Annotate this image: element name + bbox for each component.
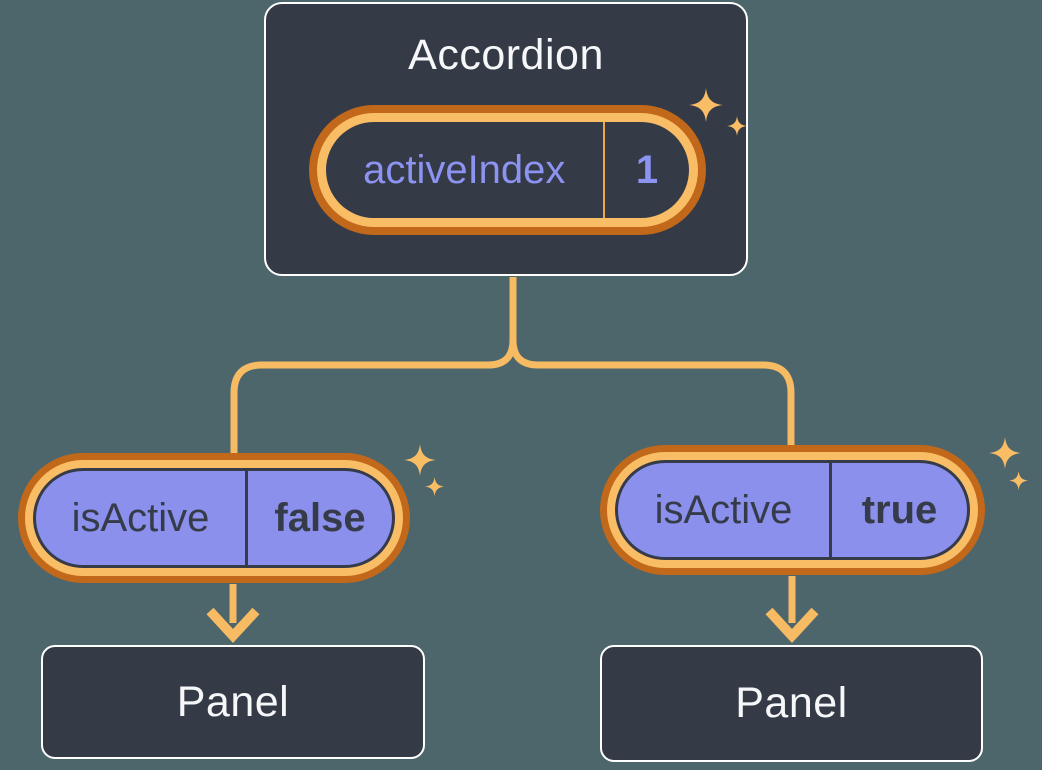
- prop-pill-inner-ring: isActive true: [607, 452, 978, 568]
- prop-pill-label: isActive: [654, 487, 793, 532]
- panel-title: Panel: [735, 679, 848, 727]
- panel-node-right: Panel: [600, 645, 983, 762]
- state-pill-label: activeIndex: [363, 147, 566, 192]
- prop-pill-isactive-false: isActive false: [18, 453, 410, 583]
- state-pill-divider: [602, 122, 605, 218]
- prop-pill-value: false: [274, 495, 366, 540]
- prop-pill-label: isActive: [71, 495, 210, 540]
- panel-title: Panel: [176, 677, 290, 726]
- arrow-left-head: [206, 607, 260, 644]
- arrow-right-head: [765, 607, 819, 644]
- state-pill-inner-ring: activeIndex 1: [317, 113, 698, 227]
- sparkle-icon: [404, 444, 445, 497]
- prop-pill-divider: [245, 471, 248, 565]
- state-pill-activeindex: activeIndex 1: [309, 105, 706, 235]
- connector-branch-right: [509, 339, 795, 448]
- prop-pill-core: isActive false: [33, 468, 395, 568]
- state-pill-value: 1: [635, 147, 659, 192]
- prop-pill-value: true: [861, 487, 938, 532]
- prop-pill-isactive-true: isActive true: [600, 445, 985, 575]
- accordion-node-title: Accordion: [408, 31, 604, 79]
- panel-node-left: Panel: [41, 645, 425, 759]
- state-pill-core: activeIndex 1: [326, 122, 689, 218]
- prop-pill-divider: [829, 463, 832, 557]
- sparkle-icon: [989, 437, 1029, 491]
- accordion-node: Accordion activeIndex 1: [264, 2, 748, 276]
- prop-pill-inner-ring: isActive false: [25, 460, 403, 576]
- prop-pill-core: isActive true: [615, 460, 970, 560]
- connector-branch-left: [230, 339, 517, 456]
